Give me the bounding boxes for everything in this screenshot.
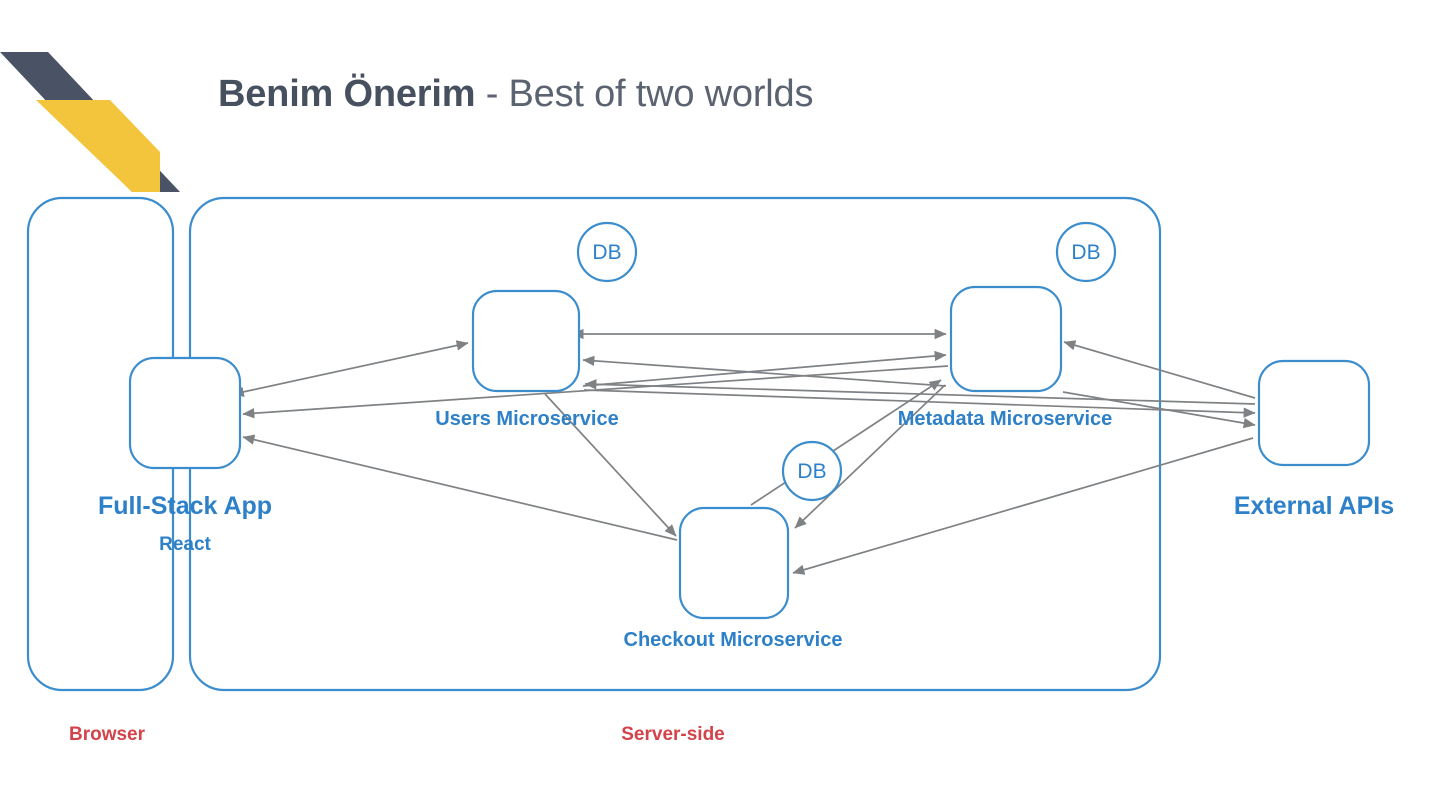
node-sublabel-fullstack: React	[159, 534, 211, 555]
zone-server	[188, 196, 1162, 692]
page-title-sub: - Best of two worlds	[475, 73, 814, 115]
database-label-users: DB	[592, 241, 622, 264]
node-metadata[interactable]	[949, 285, 1063, 393]
zone-label-server: Server-side	[621, 724, 725, 745]
logo-yellow-shape	[36, 100, 160, 192]
node-checkout[interactable]	[678, 506, 790, 620]
node-external[interactable]	[1257, 359, 1371, 467]
database-icon-checkout[interactable]	[781, 440, 843, 502]
arrow-users-to-external	[583, 389, 1256, 418]
node-fullstack[interactable]	[128, 356, 242, 470]
database-label-metadata: DB	[1071, 241, 1101, 264]
arrow-checkout-to-fullstack	[242, 434, 678, 541]
zone-label-browser: Browser	[68, 724, 146, 745]
node-label-checkout: Checkout Microservice	[623, 629, 843, 651]
database-label-checkout: DB	[797, 460, 827, 483]
node-label-metadata: Metadata Microservice	[897, 408, 1113, 430]
connection-arrows	[231, 328, 1256, 575]
page-title: Benim Önerim - Best of two worlds	[218, 75, 813, 113]
arrow-metadata-to-users	[582, 355, 947, 387]
arrow-metadata-to-checkout	[794, 384, 946, 529]
page-title-main: Benim Önerim	[218, 73, 476, 115]
node-users[interactable]	[471, 289, 581, 393]
node-label-external: External APIs	[1233, 492, 1395, 520]
arrow-users-to-checkout	[544, 393, 677, 537]
arrow-users-to-metadata	[582, 350, 947, 387]
node-label-fullstack: Full-Stack App	[97, 492, 273, 520]
database-icon-metadata[interactable]	[1055, 221, 1117, 283]
arrow-fullstack-to-users	[231, 340, 469, 397]
service-nodes	[128, 221, 1371, 620]
arrow-checkout-to-metadata	[750, 379, 942, 506]
arrow-metadata-to-external	[1062, 391, 1256, 429]
arrow-external-to-metadata	[1063, 340, 1256, 399]
arrow-external-to-checkout	[792, 437, 1254, 575]
node-label-users: Users Microservice	[435, 408, 619, 430]
database-icon-users[interactable]	[576, 221, 638, 283]
brand-logo	[0, 52, 180, 192]
